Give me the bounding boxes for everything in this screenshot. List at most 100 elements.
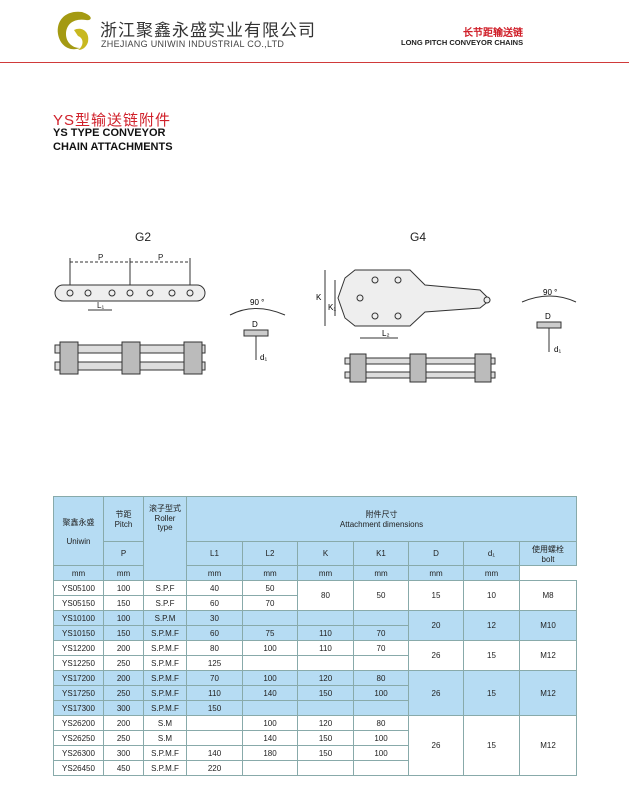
unit-cell: mm (408, 565, 464, 581)
table-cell: 150 (103, 625, 144, 641)
table-cell: YS17300 (53, 700, 104, 716)
table-cell: 250 (103, 685, 144, 701)
header-col: K (297, 541, 354, 566)
table-cell: 100 (353, 745, 409, 761)
table-cell (297, 760, 354, 776)
table-cell: 100 (353, 730, 409, 746)
g4-side-view (344, 353, 496, 383)
merged-cell: M8 (519, 580, 577, 611)
merged-cell: 26 (408, 715, 464, 776)
table-cell (353, 655, 409, 671)
g4-d-label: D (545, 312, 551, 321)
table-cell: 110 (297, 640, 354, 656)
header-attachment-en: Attachment dimensions (339, 520, 424, 529)
table-cell (297, 655, 354, 671)
table-cell: 300 (103, 700, 144, 716)
table-cell: YS26450 (53, 760, 104, 776)
table-cell: 220 (186, 760, 243, 776)
merged-cell: 15 (463, 715, 520, 776)
header-col: L1 (186, 541, 243, 566)
table-cell: 450 (103, 760, 144, 776)
table-cell: YS12250 (53, 655, 104, 671)
g4-k-label: K (316, 293, 322, 302)
table-cell: S.M (143, 715, 187, 731)
section-title-en-2: CHAIN ATTACHMENTS (53, 141, 173, 153)
table-cell: S.P.M.F (143, 655, 187, 671)
table-cell: 120 (297, 715, 354, 731)
table-cell: 250 (103, 730, 144, 746)
table-cell: 70 (353, 640, 409, 656)
table-cell: YS26300 (53, 745, 104, 761)
table-cell: S.P.F (143, 580, 187, 596)
table-cell: S.P.M.F (143, 625, 187, 641)
g2-side-view (54, 341, 206, 375)
table-cell: YS10150 (53, 625, 104, 641)
merged-cell: 15 (463, 640, 520, 671)
company-name-en: ZHEJIANG UNIWIN INDUSTRIAL CO.,LTD (101, 39, 285, 49)
table-cell: 100 (242, 715, 298, 731)
merged-cell: 15 (408, 580, 464, 611)
category-cn: 长节距输送链 (463, 28, 523, 39)
table-cell: 70 (242, 595, 298, 611)
table-cell: S.P.M.F (143, 670, 187, 686)
company-logo (57, 11, 91, 50)
table-cell: 80 (353, 715, 409, 731)
table-cell (242, 655, 298, 671)
g4-angle-label: 90 ° (543, 288, 557, 297)
table-cell: 125 (186, 655, 243, 671)
header-col: L2 (242, 541, 298, 566)
table-cell: 120 (297, 670, 354, 686)
table-cell (353, 760, 409, 776)
table-cell (297, 610, 354, 626)
header-roller-en: Roller (154, 514, 176, 523)
header-pitch-en: Pitch (114, 520, 133, 529)
company-name-cn: 浙江聚鑫永盛实业有限公司 (100, 21, 316, 40)
g2-angle-label: 90 ° (250, 298, 264, 307)
merged-cell: 12 (463, 610, 520, 641)
table-cell: 80 (186, 640, 243, 656)
table-cell: 150 (297, 685, 354, 701)
table-cell: YS12200 (53, 640, 104, 656)
unit-cell: mm (242, 565, 298, 581)
table-cell: 100 (103, 580, 144, 596)
header-roller-cn: 滚子型式 (149, 504, 181, 513)
table-cell: YS05100 (53, 580, 104, 596)
table-cell: 140 (242, 685, 298, 701)
unit-cell: mm (186, 565, 243, 581)
table-cell: 140 (186, 745, 243, 761)
merged-cell: M12 (519, 715, 577, 776)
unit-cell: mm (297, 565, 354, 581)
merged-cell: M10 (519, 610, 577, 641)
table-cell: 180 (242, 745, 298, 761)
table-cell: S.P.M.F (143, 640, 187, 656)
g4-l2-label: L₂ (382, 329, 390, 338)
unit-cell: mm (53, 565, 104, 581)
merged-cell: 10 (463, 580, 520, 611)
table-cell: 100 (103, 610, 144, 626)
table-cell: S.P.M.F (143, 760, 187, 776)
merged-cell: 80 (297, 580, 354, 611)
table-cell: 110 (186, 685, 243, 701)
g4-k1-label: K₁ (328, 303, 336, 312)
table-cell: YS17250 (53, 685, 104, 701)
merged-cell: M12 (519, 670, 577, 716)
table-cell (242, 700, 298, 716)
merged-cell: 15 (463, 670, 520, 716)
category-en: LONG PITCH CONVEYOR CHAINS (401, 38, 524, 47)
g2-label: G2 (135, 230, 152, 244)
header-brand-en: Uniwin (66, 536, 91, 546)
table-cell (297, 700, 354, 716)
table-cell: 30 (186, 610, 243, 626)
g2-top-view (54, 258, 206, 311)
table-cell: 150 (103, 595, 144, 611)
merged-cell: 20 (408, 610, 464, 641)
g2-l1-label: L₁ (97, 301, 104, 310)
